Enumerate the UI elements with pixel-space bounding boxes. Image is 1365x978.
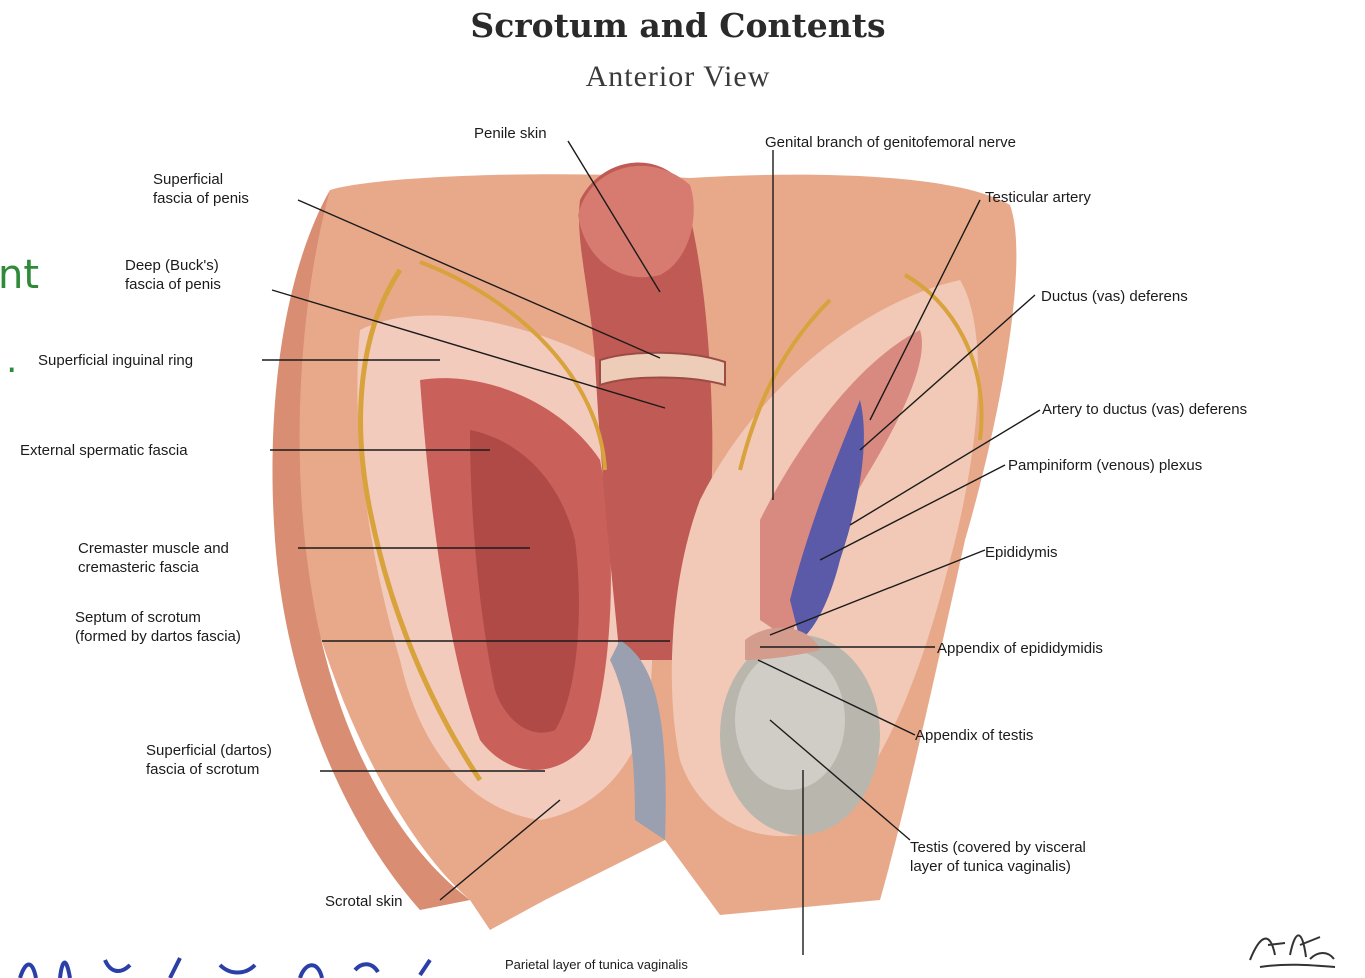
label-testicular-artery: Testicular artery [985, 188, 1091, 207]
testis-highlight [735, 650, 845, 790]
label-penile-skin: Penile skin [474, 124, 547, 143]
label-cremaster: Cremaster muscle and cremasteric fascia [78, 539, 229, 577]
label-septum-scrotum: Septum of scrotum (formed by dartos fasc… [75, 608, 241, 646]
label-parietal-layer: Parietal layer of tunica vaginalis [505, 955, 688, 974]
label-appendix-testis: Appendix of testis [915, 726, 1033, 745]
label-scrotal-skin: Scrotal skin [325, 892, 403, 911]
label-superficial-fascia-penis: Superficial fascia of penis [153, 170, 249, 208]
label-appendix-epididymidis: Appendix of epididymidis [937, 639, 1103, 658]
label-pampiniform-plexus: Pampiniform (venous) plexus [1008, 456, 1202, 475]
label-deep-fascia-penis: Deep (Buck's) fascia of penis [125, 256, 221, 294]
label-artery-ductus: Artery to ductus (vas) deferens [1042, 400, 1247, 419]
handwritten-blue-scribble [20, 958, 430, 978]
label-epididymis: Epididymis [985, 543, 1058, 562]
netter-signature [1240, 915, 1340, 975]
label-superficial-dartos: Superficial (dartos) fascia of scrotum [146, 741, 272, 779]
label-ductus-deferens: Ductus (vas) deferens [1041, 287, 1188, 306]
handwritten-green-text: nt [0, 252, 39, 298]
label-testis: Testis (covered by visceral layer of tun… [910, 838, 1086, 876]
label-genital-branch: Genital branch of genitofemoral nerve [765, 133, 1016, 152]
label-external-spermatic-fascia: External spermatic fascia [20, 441, 188, 460]
handwritten-green-dot: . [6, 340, 17, 381]
label-superficial-inguinal-ring: Superficial inguinal ring [38, 351, 193, 370]
